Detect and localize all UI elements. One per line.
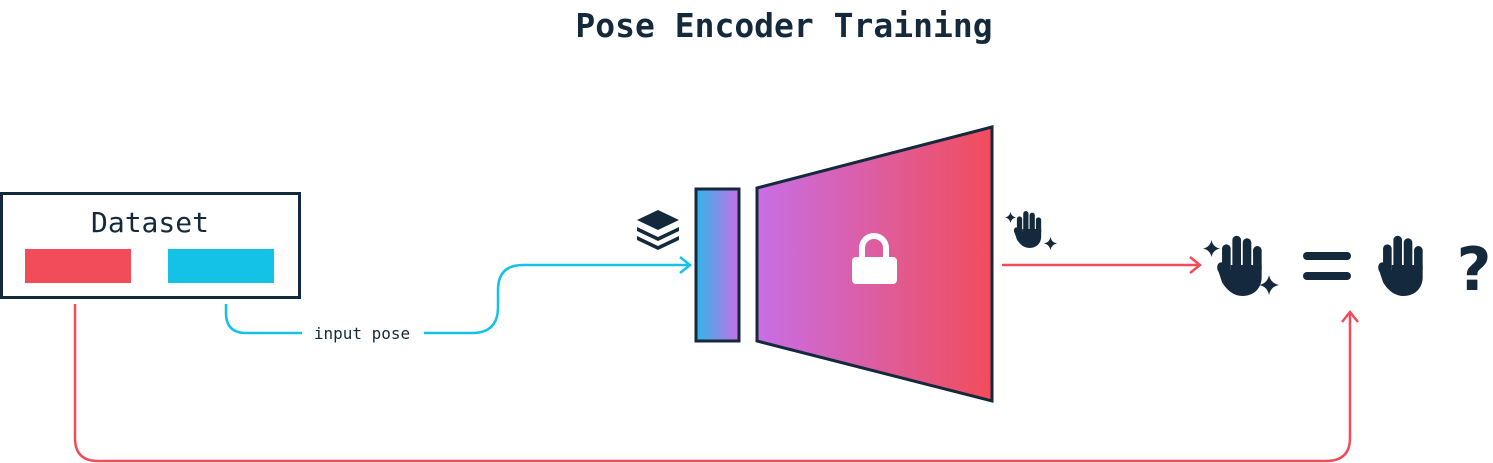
diagram-title: Pose Encoder Training — [575, 6, 992, 45]
input-pose-label-bg — [302, 322, 424, 344]
equals-sign — [1303, 252, 1351, 280]
ground-truth-edge — [73, 304, 1352, 463]
question-mark: ? — [1457, 235, 1492, 305]
dataset-node: Dataset — [0, 192, 301, 299]
hand-sparkles-icon-small — [1005, 211, 1057, 250]
hand-icon — [1378, 235, 1423, 296]
ground-truth-arrowhead — [1341, 309, 1359, 323]
dataset-label: Dataset — [91, 206, 209, 239]
lock-icon — [852, 233, 897, 284]
hand-sparkles-icon — [1203, 235, 1279, 296]
pose-embedding-block — [694, 187, 741, 343]
output-arrowhead — [1189, 256, 1203, 274]
input-pose-arrowhead — [679, 256, 693, 274]
dataset-input-swatch — [168, 249, 274, 283]
layers-icon — [637, 210, 679, 250]
input-pose-label: input pose — [314, 324, 410, 343]
input-pose-edge — [224, 263, 688, 335]
dataset-target-swatch — [25, 249, 131, 283]
